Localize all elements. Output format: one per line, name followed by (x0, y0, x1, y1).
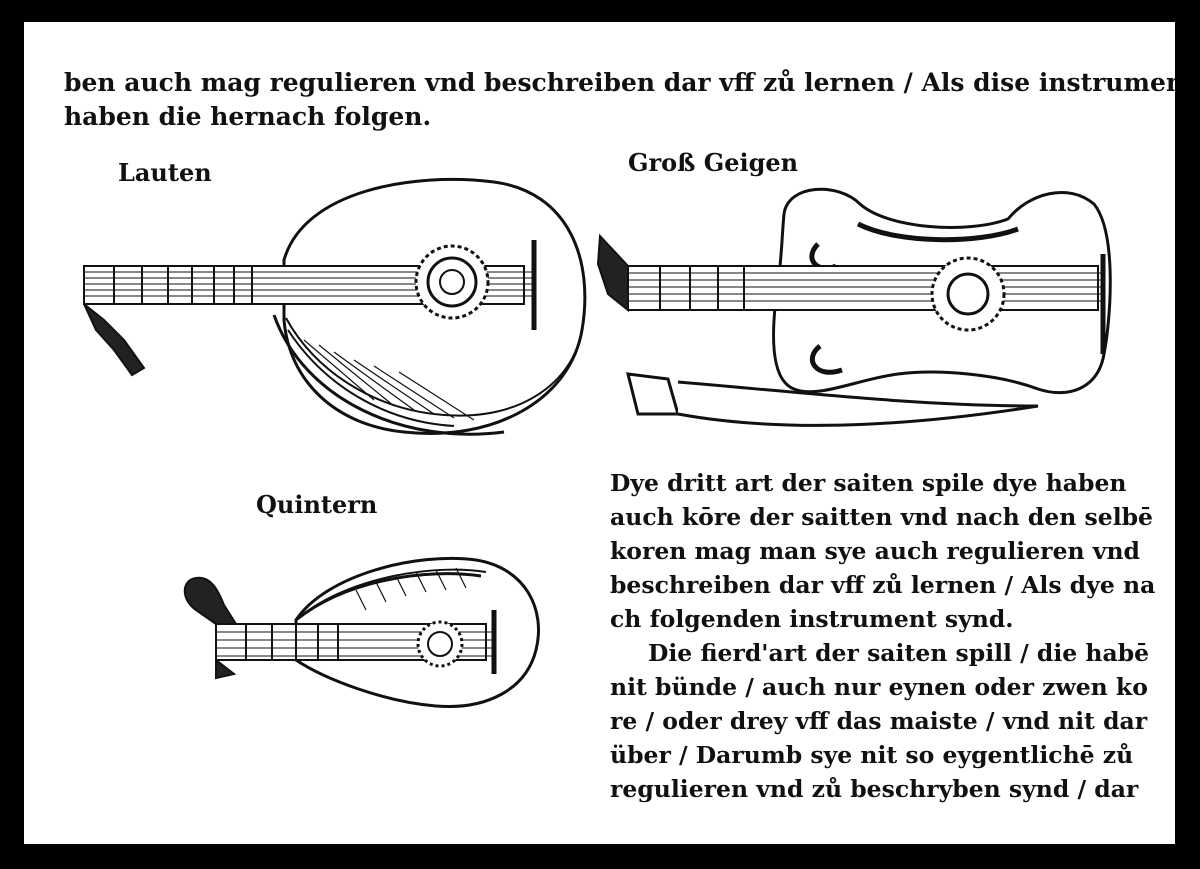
caption-quintern: Quintern (256, 490, 378, 519)
body-line-3: koren mag man sye auch regulieren vnd (610, 537, 1140, 565)
body-line-4: beschreiben dar vff zů lernen / Als dye … (610, 571, 1156, 599)
body-text: Dye dritt art der saiten spile dye haben… (610, 466, 1155, 806)
caption-lute: Lauten (118, 158, 212, 187)
body-line-7: nit bünde / auch nur eynen oder zwen ko (610, 673, 1148, 701)
quintern-illustration (183, 556, 540, 709)
intro-text: ben auch mag regulieren vnd beschreiben … (64, 66, 1175, 134)
lute-illustration (83, 177, 587, 436)
body-line-2: auch kōre der saitten vnd nach den selbē (610, 503, 1154, 531)
caption-viol: Groß Geigen (628, 148, 799, 177)
body-line-8: re / oder drey vff das maiste / vnd nit … (610, 707, 1148, 735)
body-line-5: ch folgenden instrument synd. (610, 605, 1014, 633)
body-line-1: Dye dritt art der saiten spile dye haben (610, 469, 1127, 497)
intro-line-2: haben die hernach folgen. (64, 102, 432, 131)
body-line-10: regulieren vnd zů beschryben synd / dar (610, 775, 1139, 803)
intro-line-1: ben auch mag regulieren vnd beschreiben … (64, 68, 1175, 97)
body-line-6: Die fierd'art der saiten spill / die hab… (648, 639, 1150, 667)
book-page: ben auch mag regulieren vnd beschreiben … (24, 22, 1175, 844)
viol-illustration (596, 187, 1112, 427)
body-line-9: über / Darumb sye nit so eygentlichē zů (610, 741, 1134, 769)
